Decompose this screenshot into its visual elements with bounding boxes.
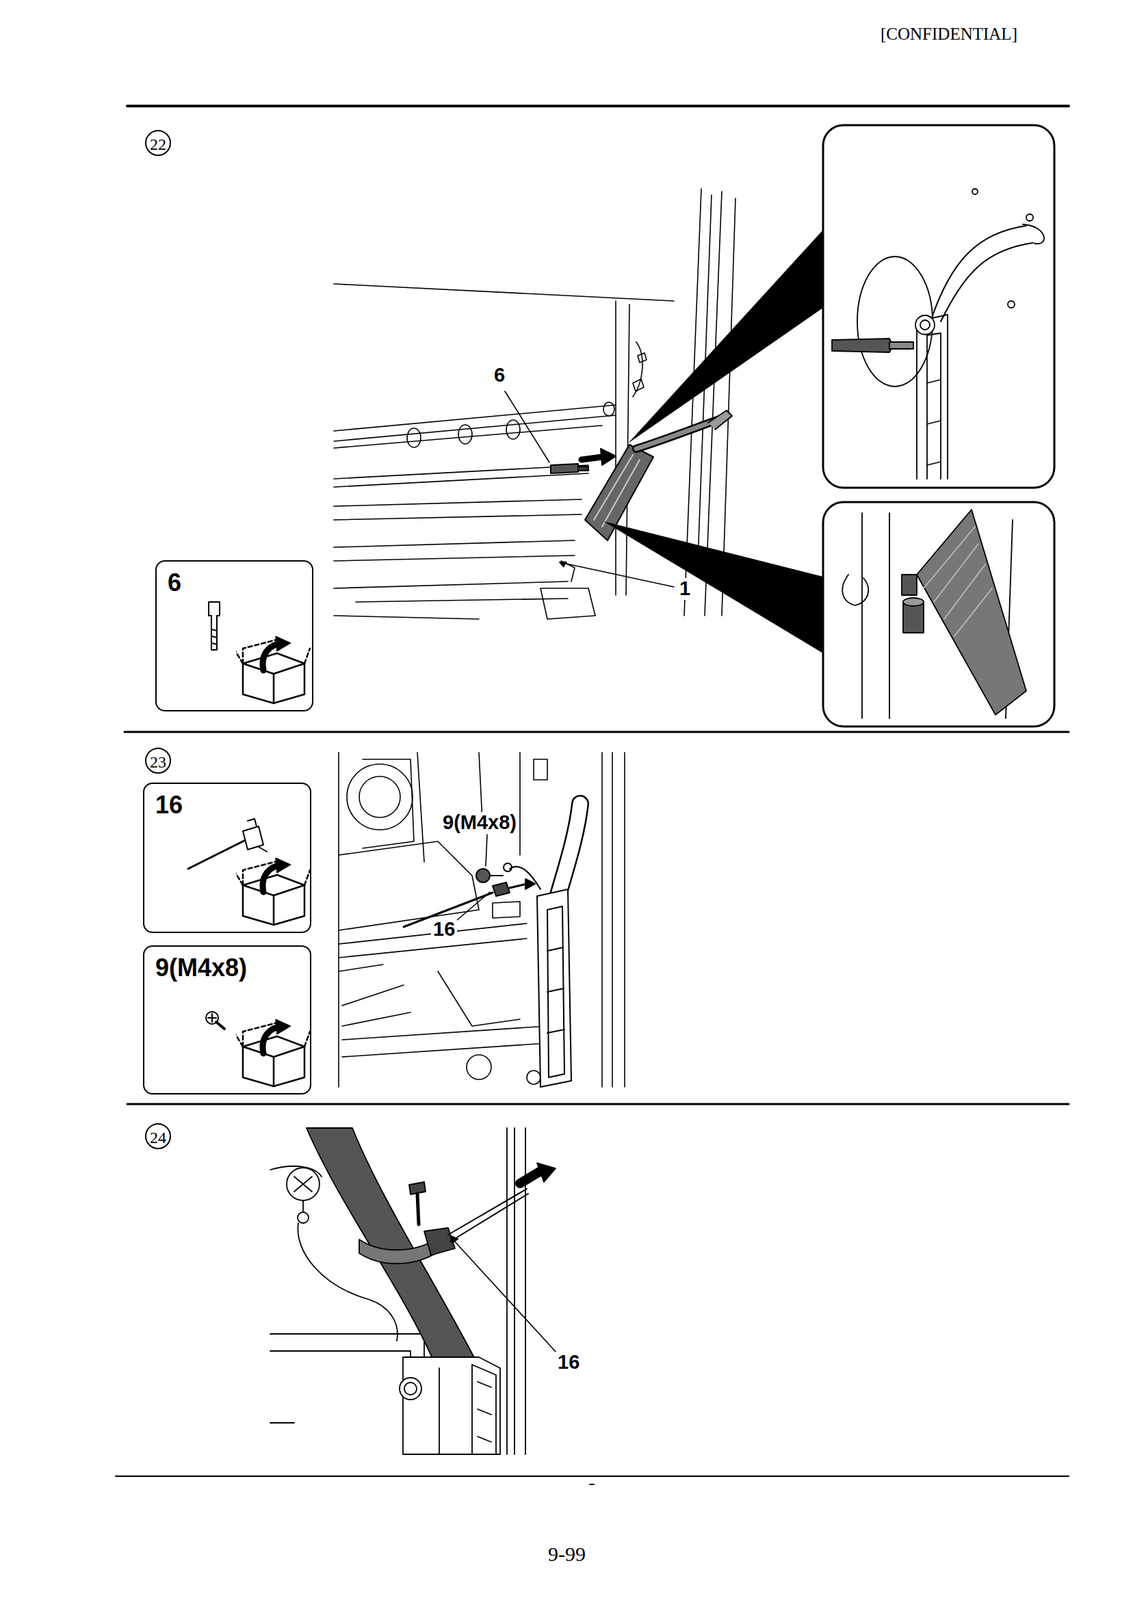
- step-number: 22: [145, 129, 172, 156]
- callout-number: 6: [491, 364, 507, 387]
- header-text: [CONFIDENTIAL]: [880, 24, 1018, 44]
- part-box: 6: [155, 560, 314, 712]
- step-number: 23: [145, 747, 172, 774]
- callout-number: 16: [431, 918, 458, 941]
- callout-number: 1: [677, 578, 693, 601]
- part-box: 16: [142, 782, 312, 934]
- part-number: 6: [167, 568, 182, 598]
- page-number: 9-99: [548, 1542, 586, 1566]
- callout-number: 16: [555, 1351, 582, 1374]
- callout-number: 9(M4x8): [440, 812, 519, 835]
- part-number: 16: [155, 790, 183, 820]
- part-box: 9(M4x8): [142, 945, 312, 1095]
- part-number: 9(M4x8): [155, 953, 247, 983]
- step-number: 24: [145, 1123, 172, 1150]
